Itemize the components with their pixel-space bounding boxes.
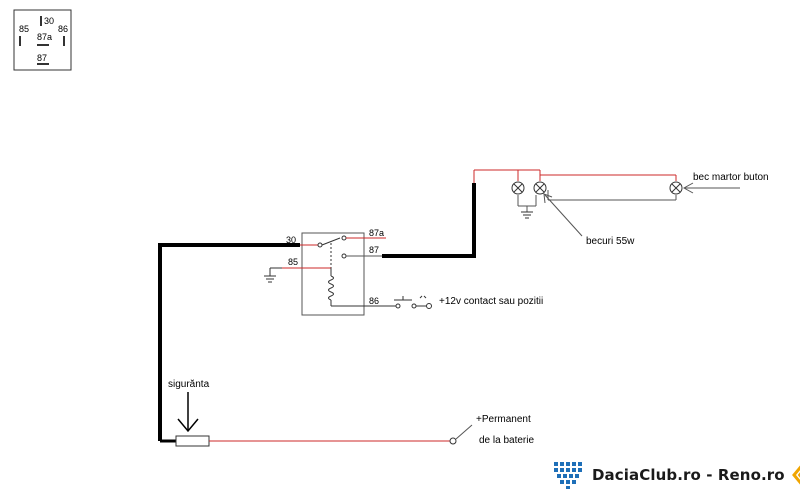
legend-pin-30: 30 bbox=[44, 16, 54, 26]
ground-symbol-relay bbox=[264, 267, 282, 283]
relay-pin-86: 86 bbox=[369, 296, 379, 306]
indicator-pointer-arrow bbox=[682, 182, 740, 194]
relay-pin-87: 87 bbox=[369, 245, 379, 255]
site-watermark-text: DaciaClub.ro - Reno.ro bbox=[592, 466, 785, 484]
relay-pin-30: 30 bbox=[286, 235, 296, 245]
legend-pin-85: 85 bbox=[19, 24, 29, 34]
relay-pin-87a: 87a bbox=[369, 228, 384, 238]
fuse-pointer-arrow bbox=[177, 392, 199, 433]
permanent-label-line2: de la baterie bbox=[479, 435, 534, 446]
dacia-club-logo-icon bbox=[554, 462, 582, 489]
fuse-line bbox=[160, 424, 473, 447]
permanent-label-line1: +Permanent bbox=[476, 414, 531, 425]
indicator-bulb bbox=[669, 181, 683, 195]
headlight-bulb-2 bbox=[533, 181, 547, 195]
legend-pin-87: 87 bbox=[37, 53, 47, 63]
output-wire bbox=[382, 183, 476, 258]
indicator-bulb-label: bec martor buton bbox=[693, 172, 769, 183]
fuse bbox=[175, 435, 210, 447]
bulb-wiring bbox=[473, 169, 677, 219]
relay-pin-legend: 85 30 86 87a 87 bbox=[13, 9, 72, 71]
reno-logo-icon bbox=[791, 465, 800, 485]
fuse-label: sigurănta bbox=[168, 379, 210, 390]
switch-circuit bbox=[366, 295, 432, 309]
bulbs-label: becuri 55w bbox=[586, 236, 635, 247]
relay: 30 87a 87 85 86 bbox=[282, 228, 386, 316]
legend-pin-86: 86 bbox=[58, 24, 68, 34]
site-watermark: DaciaClub.ro - Reno.ro bbox=[552, 460, 800, 490]
legend-pin-87a: 87a bbox=[37, 32, 52, 42]
battery-terminal bbox=[449, 437, 457, 445]
headlight-bulb-1 bbox=[511, 181, 525, 195]
main-feed-wire bbox=[158, 243, 300, 441]
switch-supply-label: +12v contact sau pozitii bbox=[439, 296, 543, 307]
relay-pin-85: 85 bbox=[288, 257, 298, 267]
bulbs-pointer-arrow bbox=[543, 193, 583, 237]
